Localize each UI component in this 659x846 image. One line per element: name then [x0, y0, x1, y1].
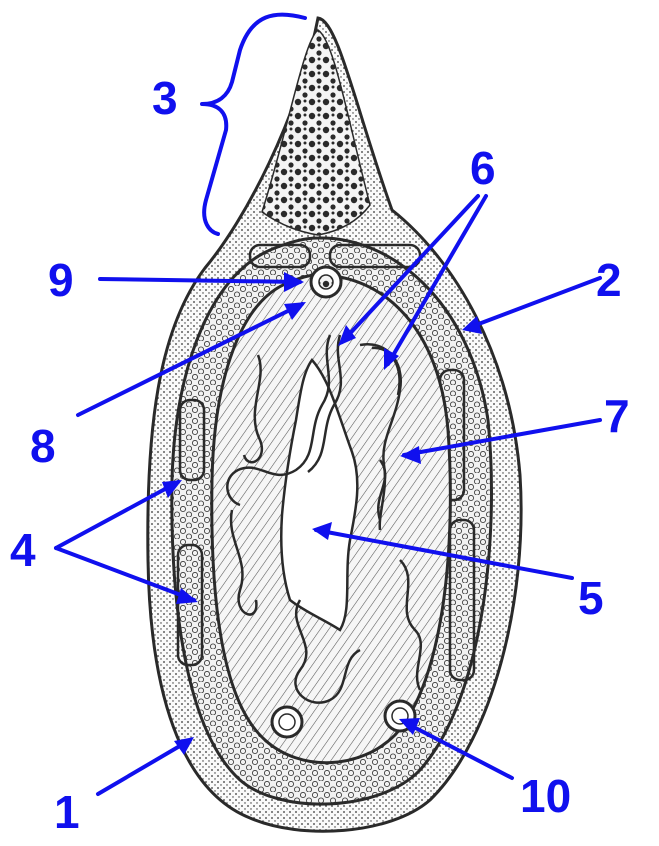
label-9: 9 — [48, 254, 74, 306]
blood-vessel-upper — [311, 267, 341, 297]
label-7: 7 — [604, 390, 630, 442]
specimen-drawing — [148, 18, 521, 831]
blood-vessel-lower-left — [272, 707, 302, 737]
label-4: 4 — [10, 524, 36, 576]
label-2: 2 — [596, 254, 622, 306]
label-10: 10 — [520, 770, 571, 822]
arrow-1 — [98, 740, 190, 794]
arrow-2 — [468, 278, 600, 328]
label-1: 1 — [54, 786, 80, 838]
label-6: 6 — [470, 142, 496, 194]
label-3: 3 — [152, 72, 178, 124]
label-5: 5 — [578, 572, 604, 624]
label-8: 8 — [30, 420, 56, 472]
